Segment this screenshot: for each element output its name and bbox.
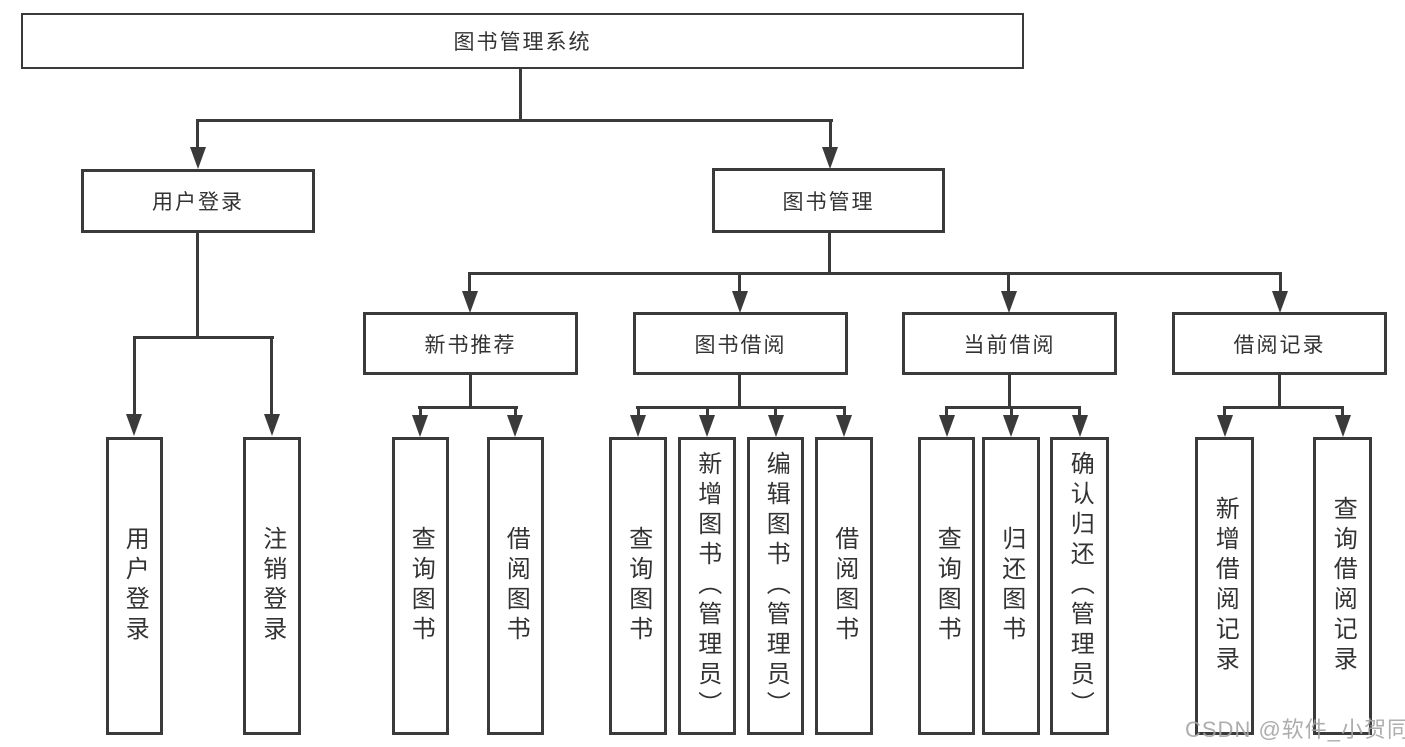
node-label: 编辑图书（管理员）: [762, 451, 790, 721]
connector-line: [419, 406, 422, 416]
node-label: 注销登录: [258, 526, 286, 646]
node-user-login-group: 用户登录: [81, 169, 315, 233]
node-leaf-borrow-books-recommend: 借阅图书: [487, 437, 544, 735]
connector-line: [1279, 272, 1282, 292]
node-label: 归还图书: [997, 526, 1025, 646]
arrow-down-icon: [126, 414, 142, 436]
node-label: 查询图书: [407, 526, 435, 646]
node-borrowing-records: 借阅记录: [1172, 312, 1387, 375]
connector-line: [468, 272, 1282, 275]
node-leaf-query-books-current: 查询图书: [918, 437, 975, 735]
connector-line: [1078, 406, 1081, 416]
connector-line: [1223, 406, 1226, 416]
connector-line: [196, 232, 199, 336]
node-label: 查询图书: [624, 526, 652, 646]
connector-line: [945, 406, 948, 416]
arrow-down-icon: [1072, 415, 1088, 437]
connector-line: [1007, 272, 1010, 292]
node-leaf-confirm-return-admin: 确认归还（管理员）: [1050, 437, 1109, 735]
node-label: 图书管理系统: [453, 31, 592, 54]
node-label: 借阅图书: [502, 526, 530, 646]
node-label: 新书推荐: [424, 333, 517, 357]
connector-line: [738, 272, 741, 292]
node-label: 借阅图书: [830, 526, 858, 646]
node-label: 图书借阅: [694, 333, 787, 357]
node-current-borrowing: 当前借阅: [902, 312, 1117, 375]
arrow-down-icon: [1217, 415, 1233, 437]
arrow-down-icon: [822, 147, 838, 169]
node-label: 查询图书: [933, 526, 961, 646]
arrow-down-icon: [412, 415, 428, 437]
connector-line: [519, 69, 522, 119]
connector-line: [514, 406, 517, 416]
node-leaf-query-borrow-record: 查询借阅记录: [1313, 437, 1372, 735]
node-new-book-recommend: 新书推荐: [363, 312, 578, 375]
connector-line: [738, 375, 741, 407]
node-leaf-add-books-admin: 新增图书（管理员）: [678, 437, 736, 735]
node-book-management: 图书管理: [712, 168, 945, 233]
connector-line: [1278, 375, 1281, 407]
connector-line: [196, 119, 833, 122]
arrow-down-icon: [1272, 291, 1288, 313]
node-leaf-query-books-recommend: 查询图书: [392, 437, 449, 735]
connector-line: [133, 336, 274, 339]
arrow-down-icon: [1001, 291, 1017, 313]
connector-line: [469, 375, 472, 407]
node-label: 借阅记录: [1233, 333, 1326, 357]
connector-line: [1223, 406, 1344, 409]
connector-line: [1341, 406, 1344, 416]
connector-line: [196, 119, 199, 149]
connector-line: [1008, 375, 1011, 407]
node-library-management-system: 图书管理系统: [21, 13, 1024, 69]
arrow-down-icon: [462, 291, 478, 313]
arrow-down-icon: [507, 415, 523, 437]
arrow-down-icon: [836, 415, 852, 437]
node-label: 用户登录: [152, 191, 244, 214]
arrow-down-icon: [264, 414, 280, 436]
node-leaf-borrow-books-borrowing: 借阅图书: [815, 437, 873, 735]
node-leaf-add-borrow-record: 新增借阅记录: [1195, 437, 1254, 735]
arrow-down-icon: [630, 415, 646, 437]
connector-line: [828, 233, 831, 273]
arrow-down-icon: [190, 147, 206, 169]
node-label: 用户登录: [121, 526, 149, 646]
connector-line: [637, 406, 640, 416]
connector-line: [706, 406, 709, 416]
connector-line: [133, 336, 136, 415]
node-label: 图书管理: [782, 190, 875, 214]
node-leaf-edit-books-admin: 编辑图书（管理员）: [747, 437, 804, 735]
node-label: 查询借阅记录: [1329, 496, 1357, 676]
watermark: CSDN @软件_小贺同学: [1185, 717, 1405, 742]
node-book-borrowing: 图书借阅: [633, 312, 848, 375]
arrow-down-icon: [1003, 415, 1019, 437]
arrow-down-icon: [699, 415, 715, 437]
connector-line: [468, 272, 471, 292]
node-label: 新增图书（管理员）: [693, 451, 721, 721]
connector-line: [774, 406, 777, 416]
node-leaf-query-books-borrowing: 查询图书: [609, 437, 667, 735]
connector-line: [945, 406, 1081, 409]
arrow-down-icon: [732, 291, 748, 313]
arrow-down-icon: [939, 415, 955, 437]
connector-line: [418, 406, 518, 409]
connector-line: [843, 406, 846, 416]
arrow-down-icon: [1335, 415, 1351, 437]
connector-line: [636, 406, 845, 409]
node-leaf-user-login: 用户登录: [106, 437, 163, 735]
connector-line: [1010, 406, 1013, 416]
arrow-down-icon: [768, 415, 784, 437]
node-label: 当前借阅: [963, 333, 1056, 357]
connector-line: [829, 119, 832, 149]
node-label: 新增借阅记录: [1211, 496, 1239, 676]
node-leaf-logout: 注销登录: [243, 437, 301, 735]
node-label: 确认归还（管理员）: [1066, 451, 1094, 721]
connector-line: [270, 336, 273, 415]
node-leaf-return-books: 归还图书: [982, 437, 1040, 735]
